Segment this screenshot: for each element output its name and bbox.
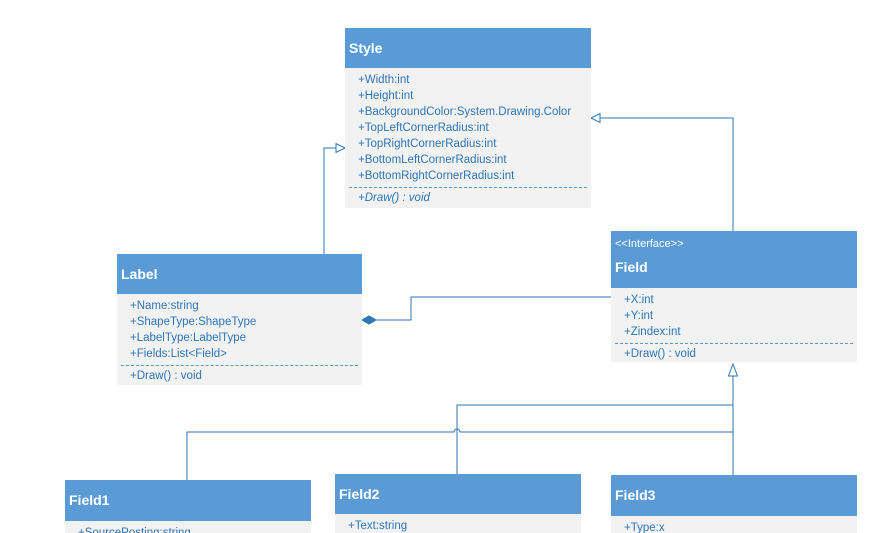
attribute: +X:int [624, 294, 654, 306]
composition-diamond [360, 315, 378, 325]
attribute: +LabelType:LabelType [130, 332, 247, 344]
attribute: +BottomLeftCornerRadius:int [358, 154, 507, 166]
field3-class-header: Field3 [611, 475, 857, 516]
field1-class-name: Field1 [69, 492, 110, 508]
operation: +Draw() : void [624, 348, 696, 360]
field-interface-header: <<Interface>> Field [611, 231, 857, 288]
label-class-name: Label [121, 266, 158, 282]
field1-class[interactable]: Field1 +SourcePosting:string [65, 480, 311, 533]
field-subclasses-generalization [186, 376, 734, 480]
field2-class[interactable]: Field2 +Text:string [335, 474, 581, 533]
operations-separator [121, 365, 358, 366]
field-attributes: +X:int +Y:int +Zindex:int [611, 288, 857, 340]
style-attributes: +Width:int +Height:int +BackgroundColor:… [345, 68, 591, 184]
attribute: +TopLeftCornerRadius:int [358, 122, 489, 134]
attribute: +Type:x [624, 522, 665, 533]
field3-class-name: Field3 [615, 487, 656, 503]
field1-attributes: +SourcePosting:string [65, 521, 311, 533]
attribute: +BottomRightCornerRadius:int [358, 170, 515, 182]
operations-separator [615, 343, 853, 344]
style-class[interactable]: Style +Width:int +Height:int +Background… [345, 28, 591, 208]
attribute: +Y:int [624, 310, 654, 322]
style-operations: +Draw() : void [345, 188, 591, 208]
attribute: +Fields:List<Field> [130, 348, 227, 360]
field1-class-header: Field1 [65, 480, 311, 521]
field-interface-name: Field [615, 259, 648, 275]
field2-class-name: Field2 [339, 486, 380, 502]
style-class-name: Style [349, 40, 383, 56]
operation: +Draw() : void [358, 192, 430, 204]
operation: +Draw() : void [130, 370, 202, 382]
field3-class[interactable]: Field3 +Type:x [611, 475, 857, 533]
attribute: +Zindex:int [624, 326, 681, 338]
generalization-arrowhead [335, 142, 347, 154]
label-field-composition [376, 296, 611, 321]
label-operations: +Draw() : void [117, 366, 362, 386]
attribute: +BackgroundColor:System.Drawing.Color [358, 106, 572, 118]
generalization-arrowhead [727, 362, 739, 377]
attribute: +SourcePosting:string [78, 527, 191, 533]
field-operations: +Draw() : void [611, 344, 857, 364]
attribute: +Height:int [358, 90, 414, 102]
attribute: +Name:string [130, 300, 199, 312]
attribute: +ShapeType:ShapeType [130, 316, 257, 328]
field3-attributes: +Type:x [611, 516, 857, 533]
label-class[interactable]: Label +Name:string +ShapeType:ShapeType … [117, 254, 362, 385]
attribute: +Width:int [358, 74, 410, 86]
interface-stereotype: <<Interface>> [615, 238, 684, 250]
operations-separator [349, 187, 587, 188]
field-interface[interactable]: <<Interface>> Field +X:int +Y:int +Zinde… [611, 231, 857, 362]
field2-class-header: Field2 [335, 474, 581, 514]
label-to-style-generalization [323, 147, 336, 254]
attribute: +TopRightCornerRadius:int [358, 138, 497, 150]
label-attributes: +Name:string +ShapeType:ShapeType +Label… [117, 294, 362, 362]
style-class-header: Style [345, 28, 591, 68]
field2-attributes: +Text:string [335, 514, 581, 533]
attribute: +Text:string [348, 520, 408, 532]
field-to-style-generalization [600, 117, 734, 231]
label-class-header: Label [117, 254, 362, 294]
generalization-arrowhead [589, 112, 601, 124]
